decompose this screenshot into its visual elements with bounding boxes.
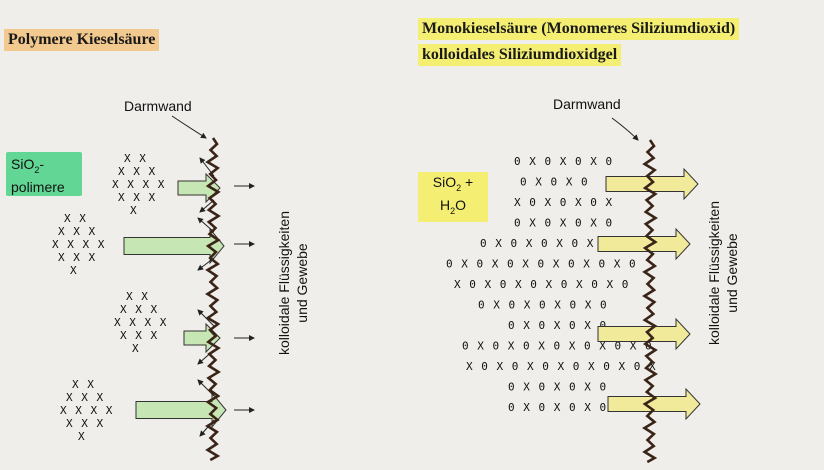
left-title: Polymere Kieselsäure [4,29,160,51]
badge-water: H [439,196,451,213]
badge-formula: SiO [11,156,35,172]
right-intestinal-wall [642,139,658,464]
badge-formula: SiO [432,174,457,190]
cross-row: X X X [120,329,158,342]
yellow-arrow [607,387,701,421]
xo-row: 0 X 0 X 0 X 0 X 0 [480,237,610,250]
right-xo-rows: 0 X 0 X 0 X 0 0 X 0 X 0 X 0 X 0 X 0 X 0 X 0… [446,155,657,414]
badge-water-tail: O [455,196,467,213]
cross-row: X X X X [60,404,113,417]
cross-row: X X [72,378,95,391]
cross-row: X X [64,212,87,225]
badge-formula-tail: - [39,156,45,172]
badge-subscript: 2 [456,182,462,193]
left-wall-label: Darmwand [124,98,192,114]
cross-row: X X X X [112,178,165,191]
badge-word: polimere [11,178,65,195]
xo-row: 0 X 0 X 0 X 0 X 0 X 0 X 0 [462,340,653,353]
cross-row: X X [124,152,147,165]
cross-row: X X X [58,225,96,238]
sio2-h2o-badge: SiO2 + H2O [418,172,488,222]
left-intestinal-wall [205,137,221,462]
thin-arrow [197,379,215,397]
cross-row: X [132,342,140,355]
cross-row: X X X [66,391,104,404]
badge-subscript: 2 [450,205,456,216]
cross-row: X X X [120,303,158,316]
cross-row: X X X X [114,316,167,329]
xo-row: 0 X 0 X 0 X 0 X 0 [478,299,608,312]
green-arrow [123,227,225,265]
xo-row: X 0 X 0 X 0 X 0 X 0 X 0 [454,278,629,291]
right-wall-pointer [611,117,639,141]
xo-row: 0 X 0 X 0 X 0 [514,155,613,168]
thin-arrow [197,217,215,233]
cross-row: X [130,204,138,217]
xo-row: 0 X 0 X 0 X 0 X 0 [508,401,638,414]
badge-formula-tail: + [461,174,474,190]
left-cross-clusters: X XX X XX X X XX X XXX XX X XX X X XX X … [52,152,167,443]
sio2-polymer-badge: SiO2- polimere [6,152,82,196]
xo-row: 0 X 0 X 0 X 0 [514,217,613,230]
cross-row: X X X [58,251,96,264]
xo-row: 0 X 0 X 0 X 0 X 0 X 0 X 0 [446,258,637,271]
cross-row: X X X X [52,238,105,251]
cross-row: X X X [118,165,156,178]
right-wall-label: Darmwand [553,96,621,112]
badge-subscript: 2 [34,164,40,175]
xo-row: X 0 X 0 X 0 X 0 X 0 X 0 X [466,360,657,373]
yellow-arrow [597,227,691,261]
cross-row: X [78,430,86,443]
left-wall-pointer [171,115,207,139]
cross-row: X X [126,290,149,303]
xo-row: 0 X 0 X 0 X 0 [508,319,607,332]
xo-row: 0 X 0 X 0 X 0 [508,381,607,394]
xo-row: X 0 X 0 X 0 X [514,196,613,209]
right-title-line2: kolloidales Siliziumdioxidgel [418,44,622,66]
cross-row: X [70,264,78,277]
thin-arrow [199,199,215,213]
xo-row: 0 X 0 X 0 [520,176,589,189]
cross-row: X X X [118,191,156,204]
cross-row: X X X [66,417,104,430]
right-title-line1: Monokieselsäure (Monomeres Siliziumdioxi… [418,18,740,40]
yellow-arrow [597,317,691,351]
